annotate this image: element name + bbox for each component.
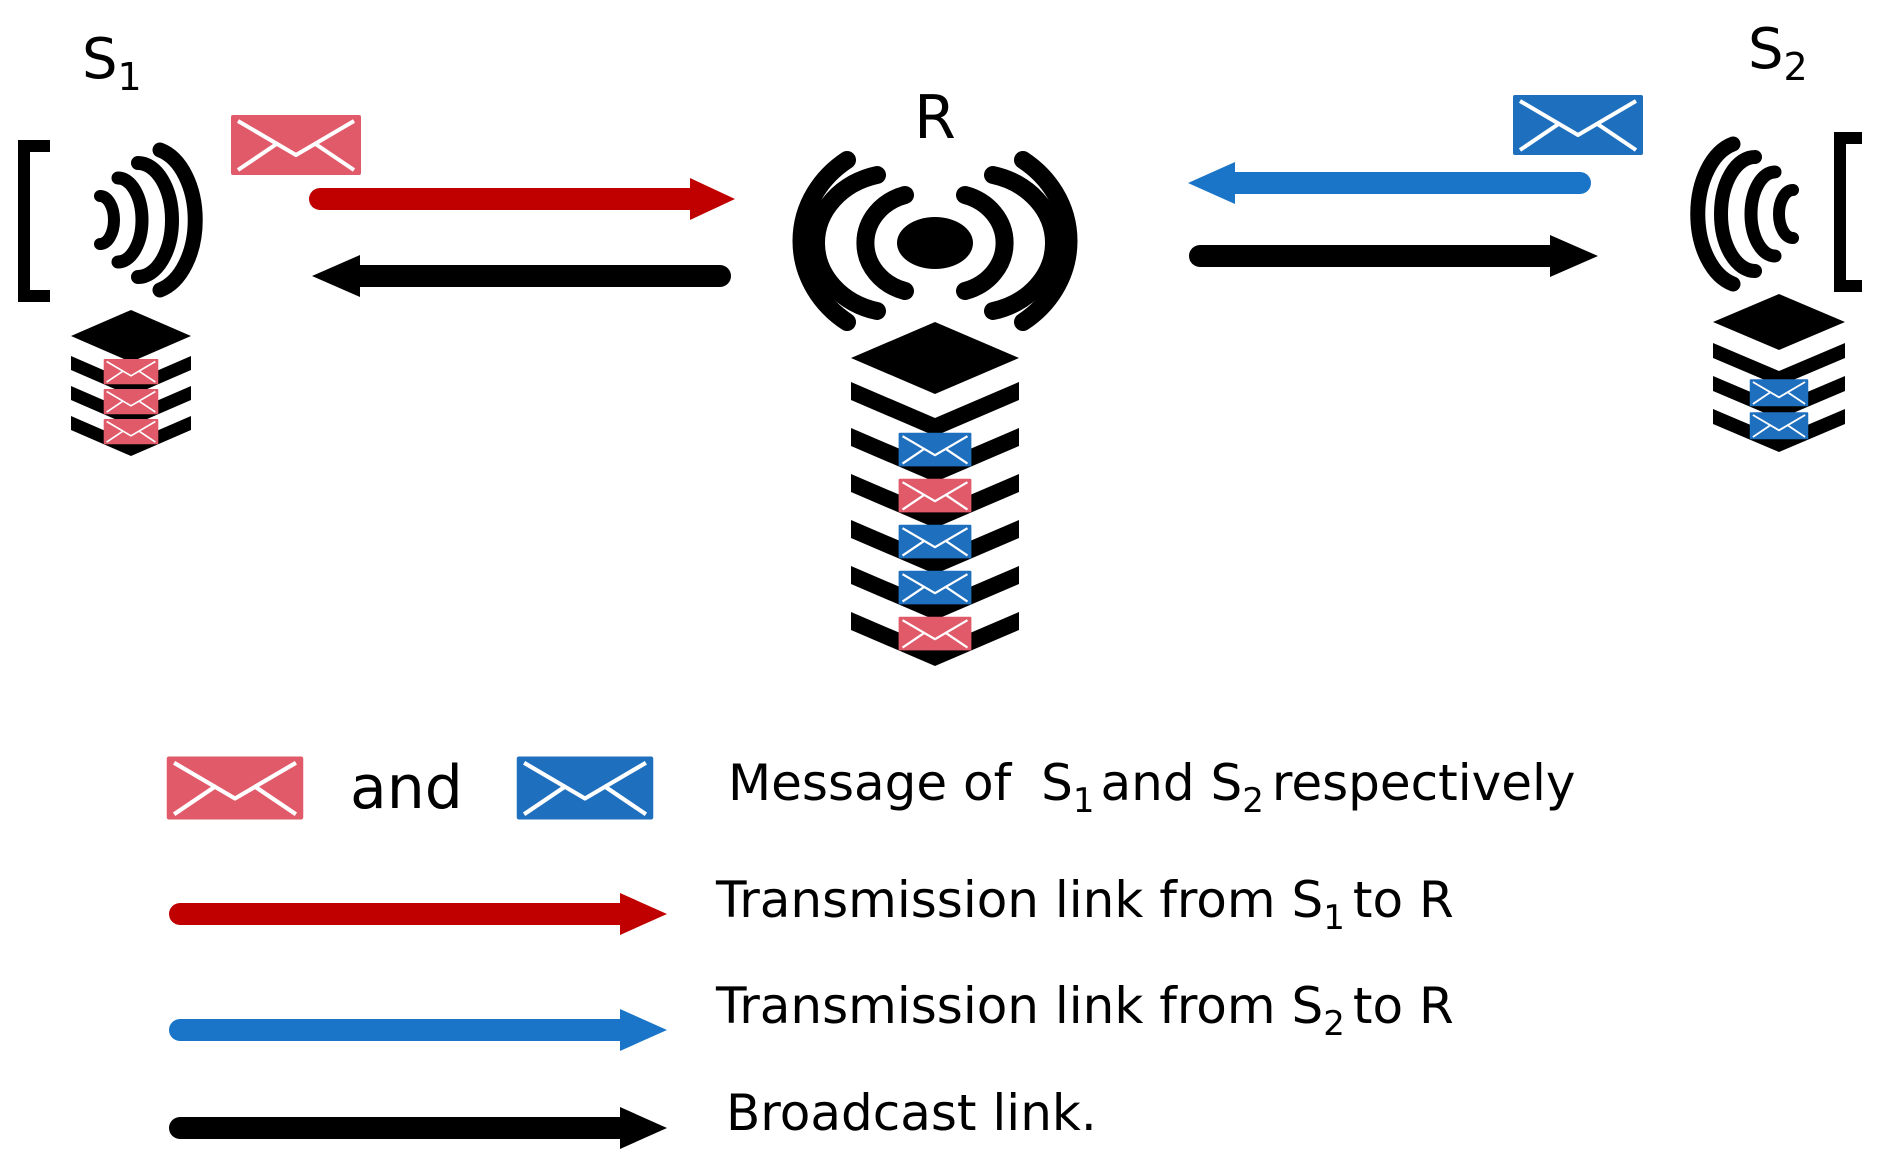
legend-s2-link-base: S	[1291, 977, 1323, 1035]
legend-s2-link-sub: 2	[1323, 1004, 1345, 1044]
legend-messages-s1-sub: 1	[1073, 781, 1095, 821]
queued-s1-message-icon	[102, 388, 160, 416]
queue-layer	[851, 520, 1019, 574]
node-label-s1: S1	[82, 27, 142, 99]
s1-message-queue	[71, 310, 191, 456]
legend-messages-s1-base: S	[1041, 754, 1073, 812]
node-label-s1-sub: 1	[118, 55, 142, 99]
relay-message-queue	[851, 322, 1019, 666]
legend-messages-pre: Message of	[728, 754, 1027, 812]
node-label-s1-base: S	[82, 27, 118, 92]
legend-s2-link-pre: Transmission link from	[715, 977, 1291, 1035]
legend-broadcast-link-arrow	[169, 1107, 667, 1149]
legend-messages-s2-base: S	[1210, 754, 1242, 812]
queue-layer	[1713, 409, 1845, 452]
queue-layer	[1713, 343, 1845, 386]
queue-top-layer	[1713, 294, 1845, 350]
legend-s1-link-base: S	[1291, 871, 1323, 929]
node-label-relay: R	[914, 83, 956, 153]
node-label-s2-base: S	[1748, 17, 1784, 82]
s1-antenna-bracket	[18, 140, 50, 302]
s2-signal-waves-icon	[1690, 136, 1799, 292]
queued-s1-message-icon	[102, 358, 160, 386]
relay-node	[792, 151, 1078, 666]
legend-s2-link-post: to R	[1353, 977, 1454, 1035]
relay-signal-waves-icon	[792, 151, 1078, 331]
s2-message-queue	[1713, 294, 1845, 452]
broadcast-relay-to-s2-arrow	[1189, 235, 1598, 277]
s1-node	[18, 140, 203, 456]
legend-s1-link-sub: 1	[1323, 898, 1345, 938]
legend-messages-s2-sub: 2	[1242, 781, 1264, 821]
link-s2-to-relay-arrow	[1188, 162, 1591, 204]
legend-s1-envelope-icon	[167, 757, 304, 820]
s2-node	[1690, 132, 1862, 452]
queue-layer	[1713, 376, 1845, 419]
legend-messages-mid: and	[1101, 754, 1211, 812]
s1-message-envelope-icon	[229, 113, 363, 177]
queue-layer	[851, 566, 1019, 620]
legend-s1-link-arrow	[169, 893, 667, 935]
queue-layer	[71, 356, 191, 396]
queue-layer	[851, 382, 1019, 436]
queued-s1-message-icon	[897, 477, 973, 514]
queue-layer	[851, 474, 1019, 528]
legend-broadcast-text: Broadcast link.	[726, 1084, 1097, 1142]
node-label-s2: S2	[1748, 17, 1808, 89]
legend-s2-link-arrow	[169, 1009, 667, 1051]
queued-s1-message-icon	[897, 615, 973, 652]
queue-layer	[71, 386, 191, 426]
s1-signal-waves-icon	[94, 142, 203, 298]
node-label-s2-sub: 2	[1784, 45, 1808, 89]
queued-s2-message-icon	[897, 431, 973, 468]
legend-messages-post: respectively	[1272, 754, 1576, 812]
link-s1-to-relay-arrow	[309, 178, 735, 220]
broadcast-relay-to-s1-arrow	[312, 255, 731, 297]
legend-s1-link-post: to R	[1353, 871, 1454, 929]
queue-layer	[851, 428, 1019, 482]
queued-s2-message-icon	[1748, 411, 1810, 441]
queued-s2-message-icon	[1748, 378, 1810, 408]
queue-layer	[851, 612, 1019, 666]
queue-top-layer	[71, 310, 191, 362]
relay-antenna-core-icon	[897, 217, 973, 269]
legend-and-word: and	[350, 753, 463, 823]
legend-s2-envelope-icon	[517, 757, 654, 820]
queued-s2-message-icon	[897, 569, 973, 606]
s2-antenna-bracket	[1834, 132, 1862, 292]
s2-message-envelope-icon	[1511, 93, 1645, 157]
legend-s1-link-pre: Transmission link from	[715, 871, 1291, 929]
queued-s1-message-icon	[102, 418, 160, 446]
queue-top-layer	[851, 322, 1019, 394]
queue-layer	[71, 416, 191, 456]
queued-s2-message-icon	[897, 523, 973, 560]
